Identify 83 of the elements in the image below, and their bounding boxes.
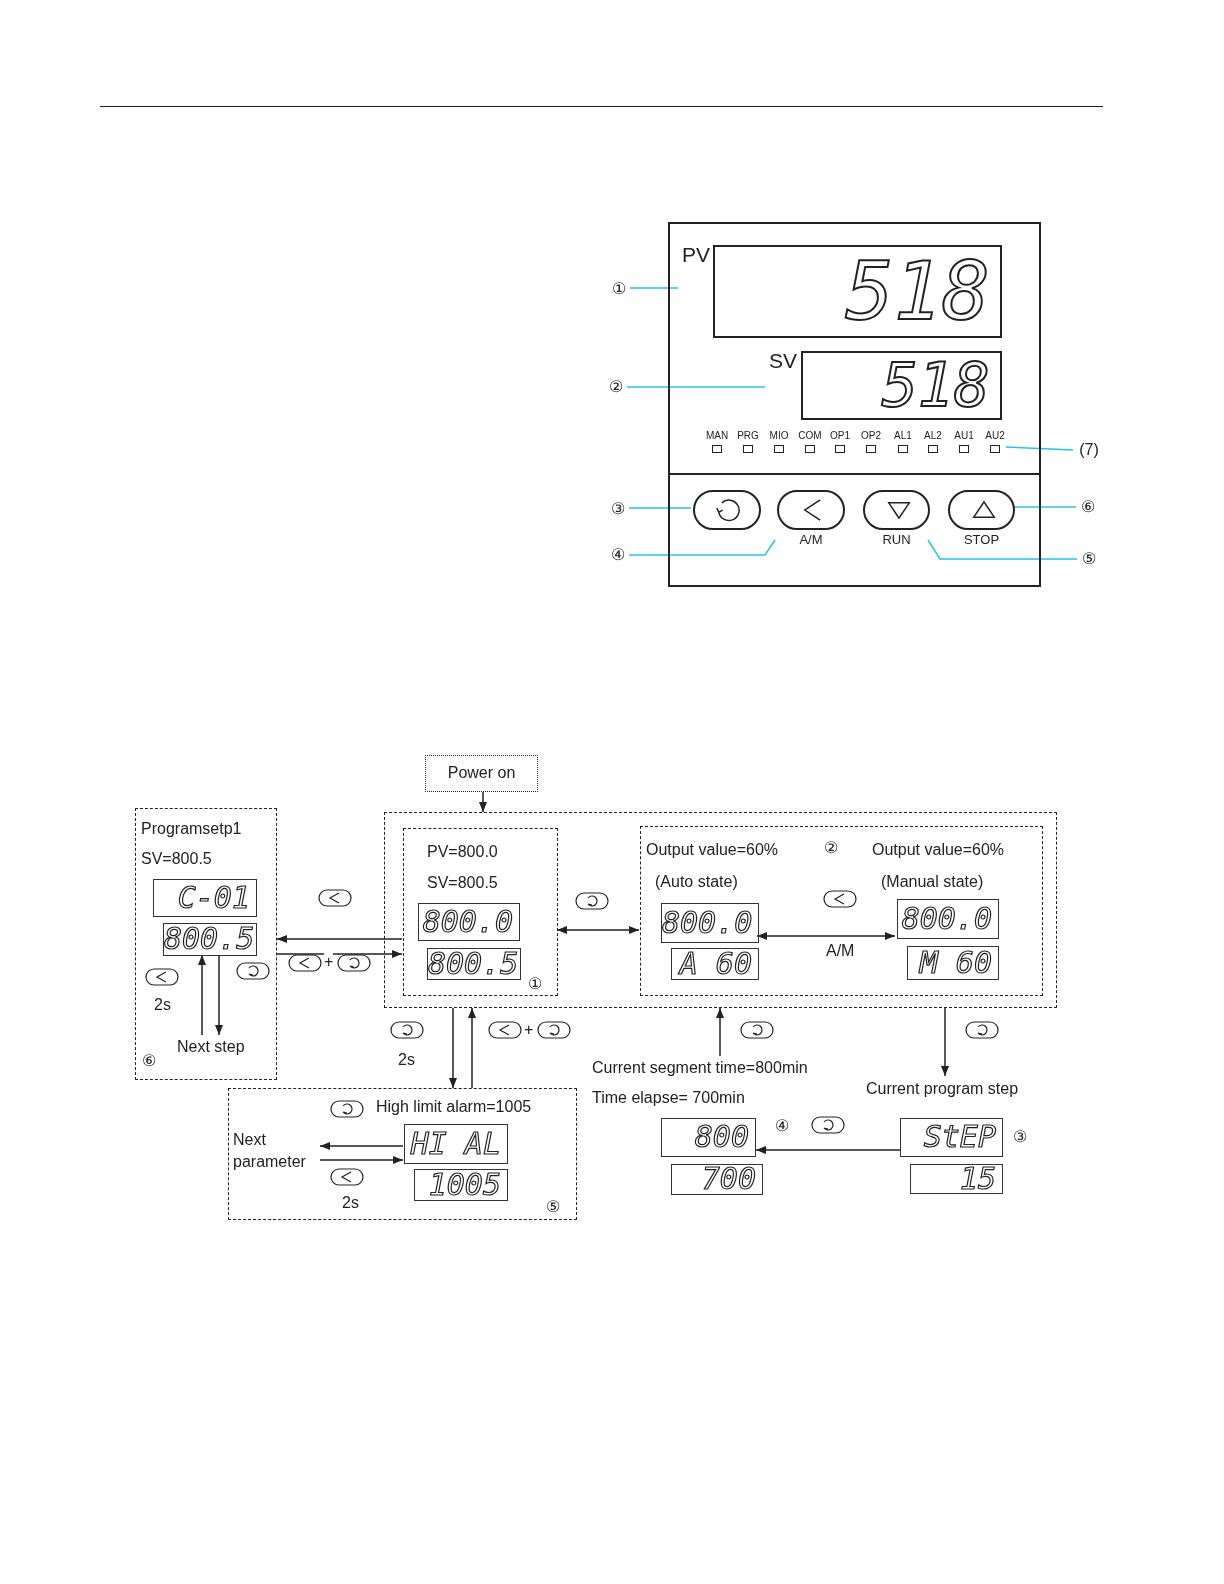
arrow [716,1007,724,1057]
leader-line [626,386,766,388]
led-label: AL2 [923,430,943,442]
callout-number: (7) [1073,440,1105,460]
led-label: OP2 [860,430,882,442]
lcd-display: C-01 [153,879,257,917]
display-digits: 518 [881,353,990,418]
lcd-display: 1005 [414,1169,508,1201]
lcd-display: M 60 [907,946,999,980]
leader-line [1005,446,1074,451]
lcd-display: 800.5 [163,923,257,956]
leader-line [629,287,679,289]
lcd-display: A 60 [671,948,759,980]
lcd-display: 800 [661,1118,756,1157]
lcd-display: 800.5 [427,948,521,980]
arrow [276,935,403,943]
display-label: PV [682,243,710,267]
arrow [449,1007,457,1089]
callout-number: ⑥ [142,1051,156,1071]
callout-number: ⑤ [546,1197,560,1217]
arrow [468,1007,476,1089]
arrow [556,926,640,934]
step-text: Next step [177,1036,261,1058]
callout-number: ② [824,838,838,858]
callout-number: ③ [607,499,629,519]
start-box: Power on [425,755,538,792]
state-text: Programsetp1 [141,819,242,839]
state-box [403,828,558,996]
lcd-display: StEP [900,1118,1003,1157]
leader-line [628,539,776,556]
key-label: RUN [881,532,912,548]
leader-line [927,539,1078,560]
state-text: (Auto state) [655,872,738,892]
lcd-display: 800.0 [418,903,520,941]
state-text: High limit alarm=1005 [376,1097,532,1117]
callout-number: ⑥ [1076,497,1100,517]
display-label: SV [769,349,797,373]
controller-panel [668,222,1041,587]
arrow [198,954,206,1036]
arrow [756,932,896,940]
leader-line [1012,506,1077,508]
state-text: Current program step [866,1079,1019,1099]
state-text: Output value=60% [646,840,779,860]
arrow [215,954,223,1036]
arrow [319,1156,404,1164]
led-label: MAN [704,430,730,442]
display-digits: 518 [845,247,990,336]
lcd-display: 15 [910,1164,1003,1194]
arrow [479,791,487,813]
led-label: MIO [768,430,790,442]
arrow [755,1146,901,1154]
state-text: PV=800.0 [427,842,498,862]
callout-number: ① [528,974,542,994]
callout-number: ② [605,377,627,397]
state-text: SV=800.5 [427,873,498,893]
led-label: OP1 [829,430,851,442]
led-label: AL1 [893,430,913,442]
led-label: AU2 [984,430,1006,442]
arrow [276,950,403,958]
lcd-display: HI AL [404,1124,508,1164]
key-label: STOP [962,532,1001,548]
lcd-display: 700 [671,1164,763,1195]
callout-number: ③ [1013,1127,1027,1147]
step-text: Next parameter [233,1129,321,1175]
callout-number: ④ [607,545,629,565]
state-text: Time elapse= 700min [592,1088,745,1108]
state-text: Output value=60% [872,840,1005,860]
led-label: COM [797,430,823,442]
state-text: SV=800.5 [141,849,212,869]
state-text: (Manual state) [881,872,984,892]
lcd-display: 800.0 [897,899,999,939]
callout-number: ④ [775,1116,789,1136]
leader-line [628,507,692,509]
callout-number: ⑤ [1077,549,1101,569]
arrow [319,1142,404,1150]
state-text: Current segment time=800min [592,1058,808,1078]
mode-group-box [384,812,1057,1008]
callout-number: ① [608,279,630,299]
arrow [941,1007,949,1077]
led-label: PRG [736,430,760,442]
lcd-display: 800.0 [661,903,759,943]
led-label: AU1 [953,430,975,442]
key-label: A/M [798,532,824,548]
